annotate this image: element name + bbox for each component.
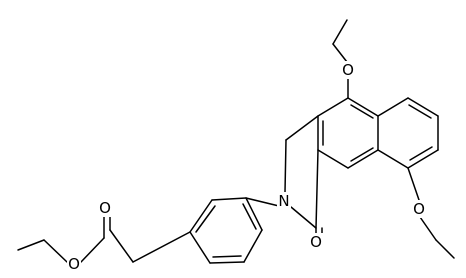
lower-ethyl-o-ch2-bond xyxy=(419,216,437,241)
lower-ether-oxygen: O xyxy=(412,200,426,218)
ester-oxygen-label: O xyxy=(68,255,80,273)
upper-ether-oxygen-label: O xyxy=(342,61,354,79)
phenylene-ring-bond-5 xyxy=(243,229,263,263)
phenylene-ring-bond-3 xyxy=(189,231,211,264)
atom-label-layer: O O N O O O xyxy=(67,61,426,273)
benzo-ring-double-1 xyxy=(408,104,432,119)
ch2-carbonyl-bond xyxy=(109,229,134,263)
carbonyl-ester-o-bond xyxy=(80,237,105,263)
phenylene-ring-bond-4 xyxy=(209,261,245,264)
ethyl-ch2-ch3-bond xyxy=(17,239,45,251)
benzo-ring-bond-4 xyxy=(407,149,439,169)
lactam-nitrogen-label: N xyxy=(278,192,289,210)
phenylene-ring-bond-6 xyxy=(245,197,263,231)
central-ring-bond-1 xyxy=(347,97,379,117)
phenylene-ring-bond-1 xyxy=(211,197,247,201)
central-ring-bond-6 xyxy=(317,97,349,117)
lactam-ch2-aryl-bond xyxy=(285,115,319,141)
upper-ether-oxygen: O xyxy=(341,61,355,79)
phenylene-ring-double-2 xyxy=(212,255,242,258)
bond-layer xyxy=(17,19,455,264)
aryl-ch2-bond xyxy=(132,231,191,263)
upper-ethyl-ch2-o-bond xyxy=(332,43,348,63)
upper-ethyl-ch3-ch2-bond xyxy=(332,19,348,45)
phenylene-ring-double-3 xyxy=(242,203,257,230)
n-aryl-bond xyxy=(245,197,280,207)
ester-carbonyl-oxygen: O xyxy=(98,199,112,217)
ester-oxygen: O xyxy=(67,255,81,273)
phenylene-ring-bond-2 xyxy=(189,199,213,233)
lactam-ch2-n-bond xyxy=(284,139,287,193)
ester-o-ch2-bond xyxy=(43,239,68,263)
lower-o-aryl-bond xyxy=(407,167,420,201)
central-ring-bond-4 xyxy=(317,149,349,169)
ester-carbonyl-oxygen-label: O xyxy=(99,199,111,217)
lactam-n-co-bond xyxy=(290,206,317,229)
benzo-ring-bond-2 xyxy=(407,97,439,117)
phenylene-ring-double-1 xyxy=(195,205,216,233)
central-ring-double-1 xyxy=(350,104,374,119)
lactam-carbonyl-oxygen: O xyxy=(309,233,323,251)
benzo-ring-bond-5 xyxy=(377,149,409,169)
benzo-ring-bond-1 xyxy=(377,97,409,117)
lactam-nitrogen: N xyxy=(277,192,291,210)
lower-ether-oxygen-label: O xyxy=(413,200,425,218)
lactam-carbonyl-oxygen-label: O xyxy=(310,233,322,251)
central-ring-bond-3 xyxy=(347,149,379,169)
lactam-co-aryl-bond xyxy=(315,149,319,229)
benzo-ring-double-2 xyxy=(409,146,433,161)
lower-ethyl-ch2-ch3-bond xyxy=(435,239,455,259)
central-ring-double-2 xyxy=(350,147,374,162)
